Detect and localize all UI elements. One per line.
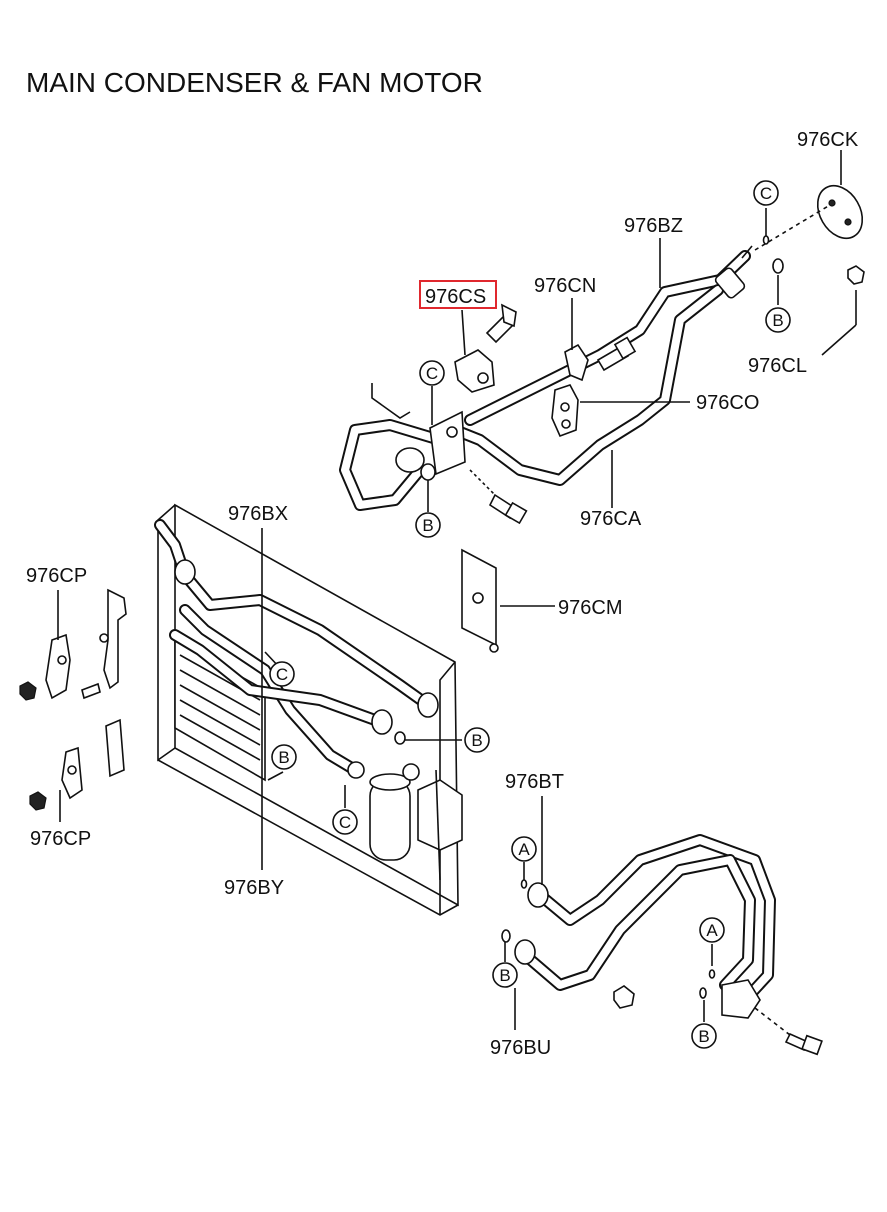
label-976cp-lower: 976CP — [30, 828, 91, 850]
svg-text:C: C — [760, 184, 772, 203]
marker-c-top: C — [753, 180, 779, 206]
label-976cm: 976CM — [558, 597, 622, 619]
label-976bz: 976BZ — [624, 215, 683, 237]
upper-pipe-assembly — [339, 184, 865, 525]
svg-text:C: C — [339, 813, 351, 832]
label-976bx: 976BX — [228, 503, 288, 525]
marker-c-condenser-lower: C — [332, 809, 358, 835]
label-976cl: 976CL — [748, 355, 807, 377]
svg-text:B: B — [422, 516, 433, 535]
svg-text:C: C — [426, 364, 438, 383]
marker-b-pipe: B — [415, 512, 441, 538]
svg-text:A: A — [706, 921, 718, 940]
highlight-box — [419, 280, 497, 309]
label-976cs: 976CS — [425, 286, 486, 308]
svg-text:A: A — [518, 840, 530, 859]
svg-text:C: C — [276, 665, 288, 684]
marker-c-condenser: C — [269, 661, 295, 687]
left-brackets — [19, 588, 127, 811]
marker-a-hose-left: A — [511, 836, 537, 862]
marker-a-hose-right: A — [699, 917, 725, 943]
label-976by: 976BY — [224, 877, 284, 899]
marker-b-top: B — [765, 307, 791, 333]
marker-c-pipe: C — [419, 360, 445, 386]
bracket-976cm — [461, 548, 499, 653]
label-976bu: 976BU — [490, 1037, 551, 1059]
marker-b-hose-left: B — [492, 962, 518, 988]
label-976co: 976CO — [696, 392, 759, 414]
label-976cn: 976CN — [534, 275, 596, 297]
marker-b-hose-right: B — [691, 1023, 717, 1049]
diagram-title: MAIN CONDENSER & FAN MOTOR — [26, 67, 483, 98]
lower-hose-assembly — [501, 834, 823, 1056]
condenser-assembly — [154, 503, 463, 916]
svg-text:B: B — [471, 731, 482, 750]
svg-text:B: B — [698, 1027, 709, 1046]
label-976cp-upper: 976CP — [26, 565, 87, 587]
svg-text:B: B — [772, 311, 783, 330]
svg-text:B: B — [278, 748, 289, 767]
label-976ck: 976CK — [797, 129, 859, 151]
label-976ca: 976CA — [580, 508, 642, 530]
leader-lines — [57, 150, 857, 1030]
label-976bt: 976BT — [505, 771, 564, 793]
marker-b-condenser-left: B — [271, 744, 297, 770]
marker-b-condenser-right: B — [464, 727, 490, 753]
svg-text:B: B — [499, 966, 510, 985]
